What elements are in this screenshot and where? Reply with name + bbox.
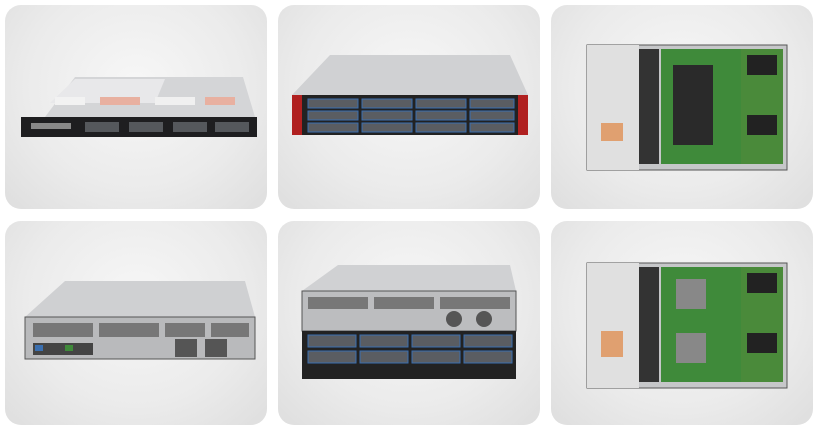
product-image-2u-server-front[interactable] (278, 5, 540, 209)
product-image-server-top-view[interactable] (551, 5, 813, 209)
server-2u-rear-illustration (24, 281, 256, 360)
product-image-server-top-view-2[interactable] (551, 221, 813, 425)
server-top-view-2-illustration (586, 262, 788, 389)
product-image-4u-server-rear[interactable] (278, 221, 540, 425)
server-4u-rear-illustration (301, 265, 517, 379)
server-2u-front-illustration (292, 55, 528, 135)
server-top-view-illustration (586, 44, 788, 171)
product-image-1u-server-front[interactable] (5, 5, 267, 209)
server-1u-front-illustration (21, 77, 257, 137)
product-image-2u-server-rear[interactable] (5, 221, 267, 425)
